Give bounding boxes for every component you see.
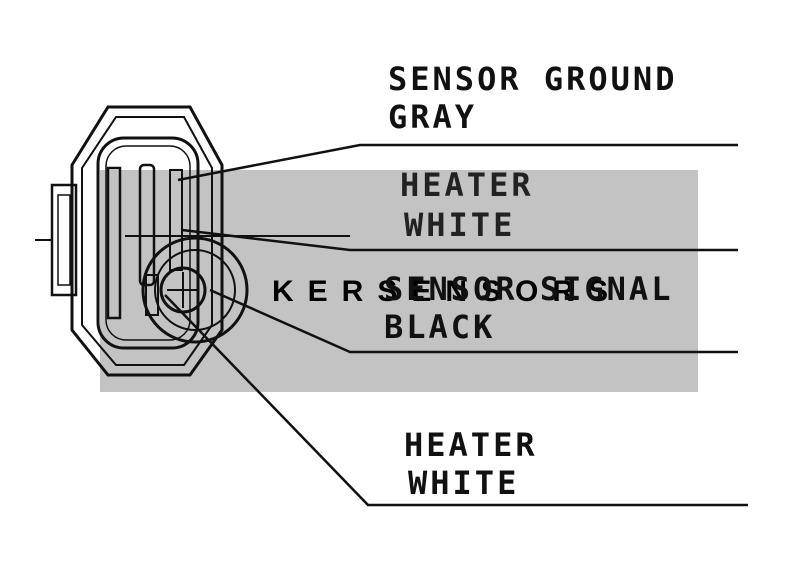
label-sensor-ground: SENSOR GROUND [388,60,677,98]
leader-heater-bottom [164,294,748,507]
leader-sensor-ground [177,143,738,182]
label-gray: GRAY [388,98,477,136]
label-heater-bottom: HEATER [404,426,538,464]
connector-housing [35,105,224,377]
label-sensor-signal: SENSOR SIGNAL [384,270,673,308]
pin-terminals [106,163,183,320]
label-heater-top: HEATER [400,166,534,204]
leader-sensor-signal [209,288,738,354]
label-white-top: WHITE [404,206,515,244]
leader-lines [125,143,748,507]
watermark-panel [100,170,698,392]
watermark-text: KERSENSORS [272,275,622,308]
label-white-bottom: WHITE [408,464,519,502]
label-black: BLACK [384,308,495,346]
